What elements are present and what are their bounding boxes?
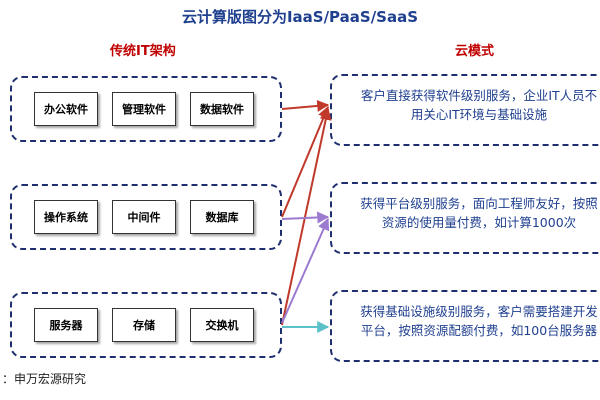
iaas-description-group: 获得基础设施级别服务，客户需要搭建开发 平台，按照资源配额付费，如100台服务器	[330, 290, 600, 362]
middleware-box: 中间件	[112, 200, 176, 234]
office-software-box: 办公软件	[34, 92, 98, 126]
saas-description: 客户直接获得软件级别服务，企业IT人员不 用关心IT环境与基础设施	[344, 86, 600, 124]
infrastructure-layer-group: 服务器 存储 交换机	[10, 292, 282, 358]
paas-description-group: 获得平台级别服务，面向工程师友好，按照 资源的使用量付费，如计算1000次	[330, 182, 600, 254]
paas-description-line-1: 获得平台级别服务，面向工程师友好，按照	[360, 196, 598, 211]
saas-arrow-from-software	[281, 99, 330, 112]
data-software-box: 数据软件	[190, 92, 254, 126]
traditional-it-header: 传统IT架构	[110, 44, 176, 59]
paas-arrow-from-platform	[281, 211, 330, 224]
storage-box: 存储	[112, 308, 176, 342]
management-software-box: 管理软件	[112, 92, 176, 126]
saas-description-group: 客户直接获得软件级别服务，企业IT人员不 用关心IT环境与基础设施	[330, 74, 600, 146]
page-title: 云计算版图分为IaaS/PaaS/SaaS	[181, 8, 419, 26]
switch-box: 交换机	[190, 308, 254, 342]
paas-description-line-2: 资源的使用量付费，如计算1000次	[381, 215, 577, 230]
saas-description-line-1: 客户直接获得软件级别服务，企业IT人员不	[360, 88, 598, 103]
iaas-description-line-1: 获得基础设施级别服务，客户需要搭建开发	[360, 304, 598, 319]
software-layer-group: 办公软件 管理软件 数据软件	[10, 76, 282, 142]
iaas-description-line-2: 平台，按照资源配额付费，如100台服务器	[360, 323, 598, 338]
iaas-description: 获得基础设施级别服务，客户需要搭建开发 平台，按照资源配额付费，如100台服务器	[344, 302, 600, 340]
platform-layer-group: 操作系统 中间件 数据库	[10, 184, 282, 250]
saas-arrow-from-platform	[281, 105, 330, 218]
operating-system-box: 操作系统	[34, 200, 98, 234]
server-box: 服务器	[34, 308, 98, 342]
paas-arrow-from-infrastructure	[281, 217, 330, 324]
database-box: 数据库	[190, 200, 254, 234]
cloud-model-header: 云模式	[455, 44, 495, 59]
saas-description-line-2: 用关心IT环境与基础设施	[410, 107, 548, 122]
source-note: ：申万宏源研究	[2, 372, 87, 386]
paas-description: 获得平台级别服务，面向工程师友好，按照 资源的使用量付费，如计算1000次	[344, 194, 600, 232]
